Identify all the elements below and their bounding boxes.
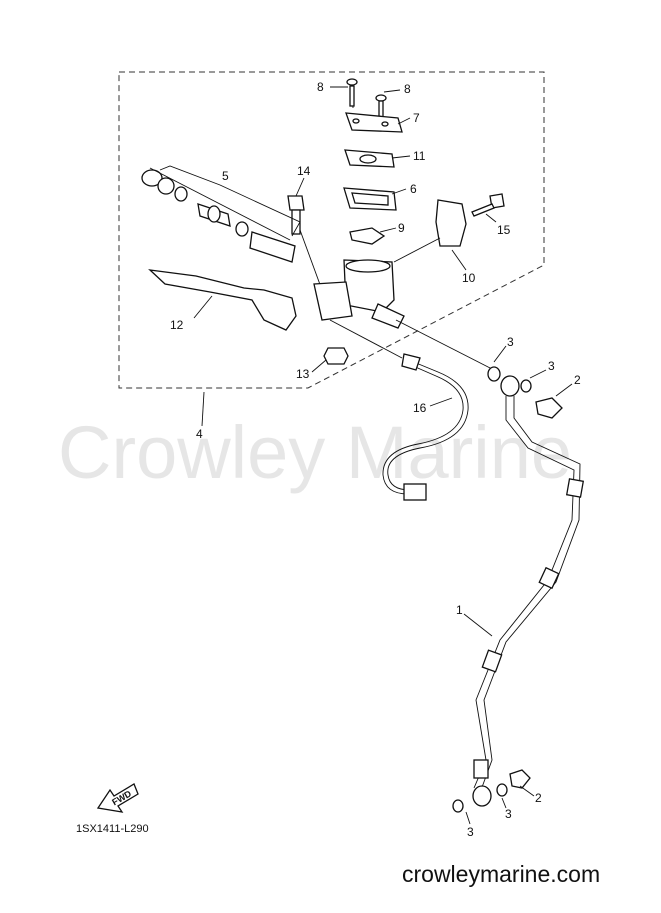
callout-3: 3 — [467, 825, 474, 839]
copper-washer — [520, 379, 532, 393]
callout-9: 9 — [398, 221, 405, 235]
callout-7: 7 — [413, 111, 420, 125]
master-cylinder-assembly-boundary — [118, 71, 545, 389]
diagram-code: 1SX1411-L290 — [76, 823, 149, 835]
leader-line — [395, 319, 495, 371]
callout-14: 14 — [297, 164, 311, 178]
callout-leaders — [159, 86, 573, 825]
cap-screw-right — [375, 94, 387, 118]
callout-2: 2 — [535, 791, 542, 805]
callout-16: 16 — [413, 401, 427, 415]
copper-washer — [496, 783, 508, 797]
callout-12: 12 — [170, 318, 184, 332]
master-cylinder-body — [313, 259, 405, 329]
callout-3: 3 — [548, 359, 555, 373]
piston-kit — [141, 167, 296, 263]
union-bolt — [535, 397, 563, 419]
cap-screw-left — [346, 78, 358, 109]
watermark-text: Crowley Marine — [58, 411, 572, 494]
master-cylinder-holder — [393, 199, 467, 263]
callout-6: 6 — [410, 182, 417, 196]
callout-3: 3 — [505, 807, 512, 821]
callout-10: 10 — [462, 271, 476, 285]
callout-15: 15 — [497, 223, 511, 237]
copper-washer — [452, 799, 464, 813]
callout-5: 5 — [222, 169, 229, 183]
brake-hose — [472, 375, 585, 807]
copper-washer — [487, 366, 501, 382]
callout-1: 1 — [456, 603, 463, 617]
float-plate — [349, 227, 386, 245]
callout-3: 3 — [507, 335, 514, 349]
lever-bolt — [287, 195, 323, 291]
forward-arrow-icon: FWD — [96, 783, 139, 813]
callout-8: 8 — [317, 80, 324, 94]
callout-11: 11 — [413, 149, 426, 163]
callout-4: 4 — [196, 427, 203, 441]
callout-2: 2 — [574, 373, 581, 387]
brake-lever — [148, 269, 297, 331]
lever-nut — [323, 347, 349, 365]
callout-8: 8 — [404, 82, 411, 96]
reservoir-cap — [345, 112, 403, 133]
leader-line — [329, 319, 403, 359]
diaphragm-plate — [344, 149, 395, 168]
website-link[interactable]: crowleymarine.com — [402, 861, 600, 887]
brake-switch-lead — [382, 353, 469, 501]
holder-bolt — [471, 193, 505, 217]
callout-13: 13 — [296, 367, 310, 381]
diaphragm — [343, 187, 397, 211]
union-bolt — [509, 769, 531, 789]
